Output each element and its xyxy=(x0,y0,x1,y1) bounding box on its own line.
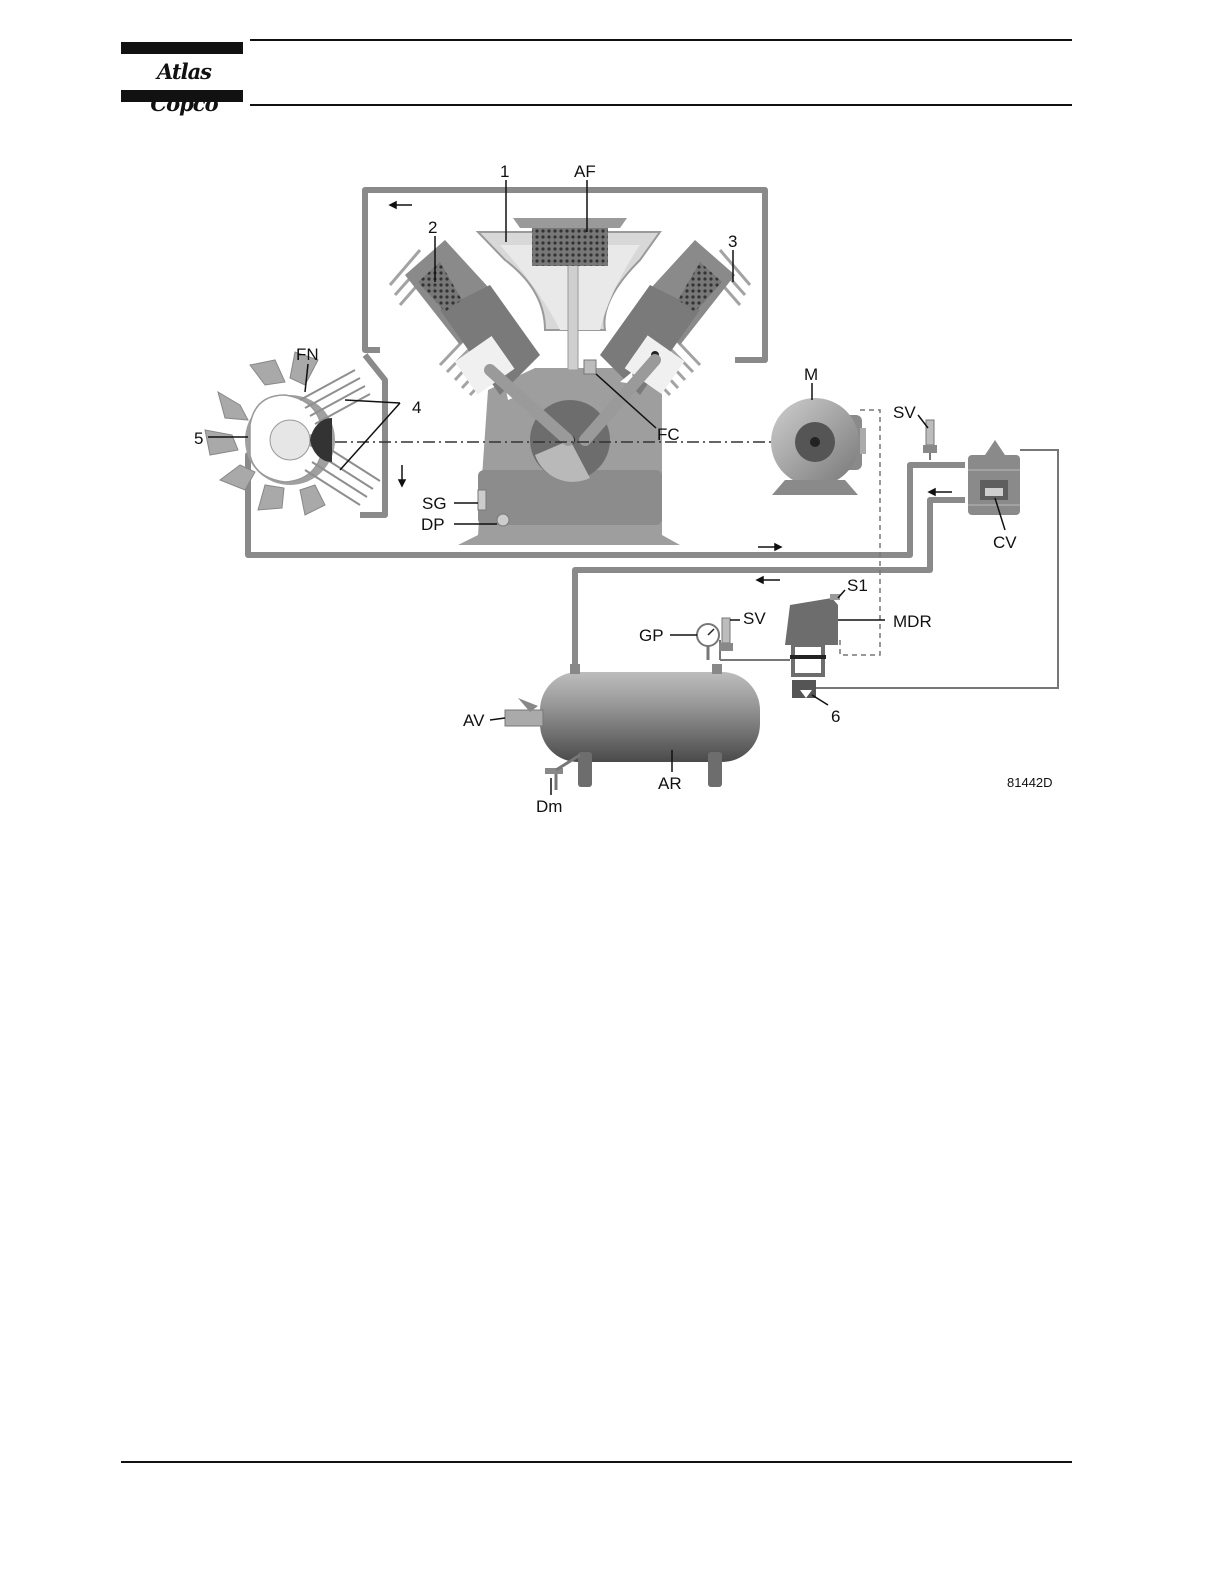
pressure-switch xyxy=(785,594,840,698)
label-av: AV xyxy=(463,711,485,730)
label-dm: Dm xyxy=(536,797,562,816)
label-2: 2 xyxy=(428,218,437,237)
check-valve xyxy=(968,440,1020,515)
label-3: 3 xyxy=(728,232,737,251)
label-sv-bottom: SV xyxy=(743,609,766,628)
logo-text: Atlas Copco xyxy=(123,56,245,120)
figure-id: 81442D xyxy=(1007,775,1053,790)
label-mdr: MDR xyxy=(893,612,932,631)
header-rule-bottom xyxy=(250,104,1072,106)
label-sv-top: SV xyxy=(893,403,916,422)
sight-glass xyxy=(478,490,486,510)
drain-plug xyxy=(497,514,509,526)
safety-valve-bottom xyxy=(719,618,733,651)
atlas-copco-logo: Atlas Copco xyxy=(121,42,243,102)
label-gp: GP xyxy=(639,626,664,645)
cooler-pipe xyxy=(360,355,385,515)
label-m: M xyxy=(804,365,818,384)
crankcase xyxy=(458,368,680,545)
logo-bottom-bar xyxy=(121,90,243,102)
pressure-gauge xyxy=(697,624,719,660)
label-sg: SG xyxy=(422,494,447,513)
label-dp: DP xyxy=(421,515,445,534)
label-6: 6 xyxy=(831,707,840,726)
label-fc: FC xyxy=(657,425,680,444)
air-outlet-valve xyxy=(505,698,543,726)
compressor-system-diagram: 1 AF 2 3 FN 4 5 FC M SV SG DP CV S1 GP S… xyxy=(180,150,1080,830)
footer-rule xyxy=(121,1461,1072,1463)
flow-control-valve xyxy=(584,360,596,374)
label-s1: S1 xyxy=(847,576,868,595)
label-cv: CV xyxy=(993,533,1017,552)
electric-motor xyxy=(771,398,866,495)
label-5: 5 xyxy=(194,429,203,448)
label-4: 4 xyxy=(412,398,421,417)
header-rule-top xyxy=(250,39,1072,41)
air-receiver xyxy=(540,664,760,787)
label-ar: AR xyxy=(658,774,682,793)
label-fn: FN xyxy=(296,345,319,364)
label-af: AF xyxy=(574,162,596,181)
label-1: 1 xyxy=(500,162,509,181)
logo-top-bar xyxy=(121,42,243,54)
